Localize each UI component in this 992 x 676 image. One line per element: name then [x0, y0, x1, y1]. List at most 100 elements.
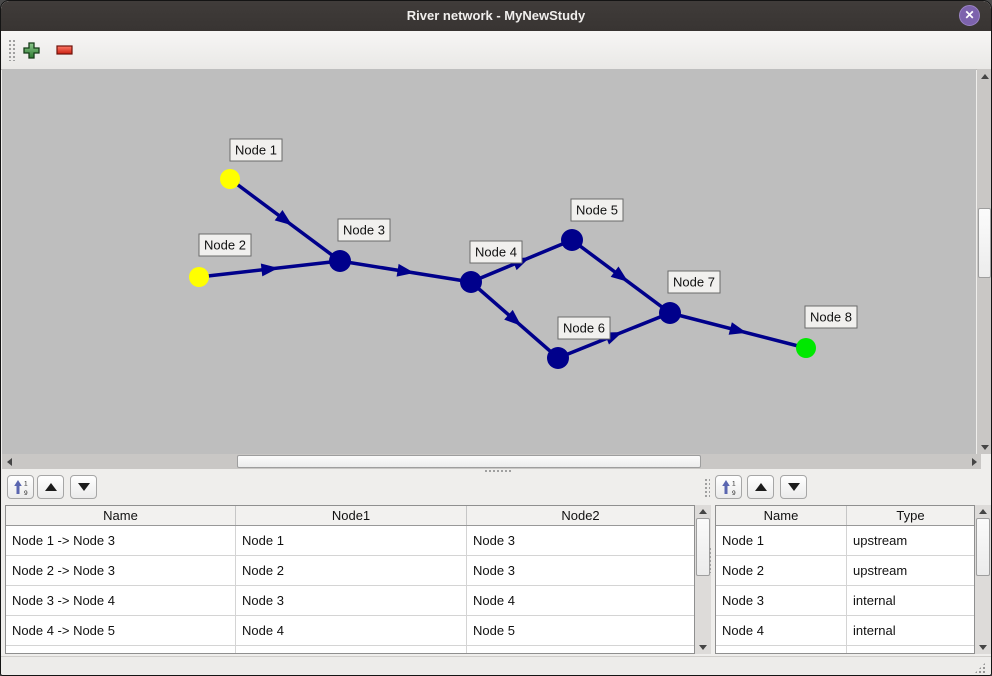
table-cell[interactable]: Node 3	[467, 556, 694, 586]
node-label-node-6[interactable]: Node 6	[557, 316, 611, 340]
toolbar-drag-handle[interactable]	[8, 39, 15, 61]
network-node-node-8[interactable]	[796, 338, 816, 358]
close-button[interactable]: ✕	[959, 5, 980, 26]
node-label-box	[667, 270, 721, 294]
horizontal-scroll-thumb[interactable]	[237, 455, 701, 468]
column-header-name[interactable]: Name	[6, 506, 236, 525]
table-cell[interactable]: upstream	[847, 556, 974, 586]
reach-sort-button[interactable]: 1 9	[7, 475, 34, 499]
node-label-node-8[interactable]: Node 8	[804, 305, 858, 329]
node-label-text: Node 5	[576, 203, 618, 218]
column-header-node2[interactable]: Node2	[561, 508, 600, 523]
node-label-node-1[interactable]: Node 1	[229, 138, 283, 162]
network-node-node-3[interactable]	[329, 250, 351, 272]
network-node-node-7[interactable]	[659, 302, 681, 324]
node-table-scrollbar[interactable]	[975, 505, 991, 654]
table-cell[interactable]: Node 2	[236, 556, 467, 586]
edge-arrow-icon	[396, 263, 415, 277]
column-header-name[interactable]: Name	[716, 506, 847, 525]
table-cell[interactable]	[236, 646, 467, 653]
horizontal-splitter-handle[interactable]	[484, 469, 512, 474]
up-arrow-icon	[699, 509, 707, 514]
scroll-up-button[interactable]	[977, 69, 991, 83]
table-cell[interactable]: Node 4	[716, 616, 847, 646]
reach-move-down-button[interactable]	[70, 475, 97, 499]
network-node-node-2[interactable]	[189, 267, 209, 287]
table-cell[interactable]	[847, 646, 974, 653]
canvas-vertical-scrollbar[interactable]	[977, 69, 991, 454]
table-cell[interactable]	[467, 646, 694, 653]
node-move-up-button[interactable]	[747, 475, 774, 499]
network-canvas[interactable]: Node 1 Node 2 Node 3 Node 4 Node 5 Node 6 Node…	[2, 69, 976, 454]
scroll-up-button[interactable]	[975, 505, 991, 518]
table-cell[interactable]: internal	[847, 616, 974, 646]
table-cell[interactable]: Node 3	[236, 586, 467, 616]
node-toolbar-drag-handle[interactable]	[704, 478, 710, 498]
network-node-node-4[interactable]	[460, 271, 482, 293]
node-label-box	[198, 233, 252, 257]
table-cell[interactable]: Node 4 -> Node 5	[6, 616, 236, 646]
table-cell[interactable]: Node 4	[467, 586, 694, 616]
table-cell[interactable]: Node 1	[236, 526, 467, 556]
table-cell[interactable]: Node 3	[467, 526, 694, 556]
table-cell[interactable]: Node 2 -> Node 3	[6, 556, 236, 586]
table-cell[interactable]: Node 3	[716, 586, 847, 616]
network-node-node-1[interactable]	[220, 169, 240, 189]
table-cell[interactable]: Node 4	[236, 616, 467, 646]
node-label-node-7[interactable]: Node 7	[667, 270, 721, 294]
table-cell[interactable]: upstream	[847, 526, 974, 556]
node-label-node-2[interactable]: Node 2	[198, 233, 252, 257]
network-node-node-6[interactable]	[547, 347, 569, 369]
add-node-button[interactable]	[21, 40, 41, 60]
node-label-box	[570, 198, 624, 222]
table-cell[interactable]	[6, 646, 236, 653]
table-cell[interactable]: Node 3 -> Node 4	[6, 586, 236, 616]
table-cell[interactable]: Node 2	[716, 556, 847, 586]
node-sort-button[interactable]: 1 9	[715, 475, 742, 499]
network-node-node-5[interactable]	[561, 229, 583, 251]
node-label-node-5[interactable]: Node 5	[570, 198, 624, 222]
reach-table-scrollbar[interactable]	[695, 505, 711, 654]
vertical-splitter-handle[interactable]	[708, 547, 713, 573]
column-header-type[interactable]: Type	[896, 508, 925, 523]
table-cell[interactable]: Node 5	[467, 616, 694, 646]
node-label-node-4[interactable]: Node 4	[469, 240, 523, 264]
minus-icon	[55, 44, 73, 55]
node-label-box	[229, 138, 283, 162]
table-row[interactable]	[716, 646, 974, 653]
scroll-down-button[interactable]	[695, 641, 711, 654]
vertical-scroll-thumb[interactable]	[978, 208, 991, 278]
node-label-node-3[interactable]: Node 3	[337, 218, 391, 242]
canvas-horizontal-scrollbar[interactable]	[2, 454, 981, 469]
scroll-right-button[interactable]	[967, 454, 981, 469]
table-cell[interactable]	[716, 646, 847, 653]
edge-arrow-icon	[260, 263, 279, 277]
table-cell[interactable]: internal	[847, 586, 974, 616]
scroll-down-button[interactable]	[975, 641, 991, 654]
table-cell[interactable]: Node 1	[716, 526, 847, 556]
close-icon: ✕	[964, 8, 975, 22]
node-move-down-button[interactable]	[780, 475, 807, 499]
scroll-up-button[interactable]	[695, 505, 711, 518]
up-arrow-icon	[980, 73, 989, 79]
column-header-node1[interactable]: Node1	[236, 506, 467, 525]
scroll-left-button[interactable]	[2, 454, 16, 469]
reach-move-up-button[interactable]	[37, 475, 64, 499]
remove-node-button[interactable]	[54, 40, 74, 60]
scroll-down-button[interactable]	[977, 440, 991, 454]
table-row[interactable]	[6, 646, 694, 653]
table-cell[interactable]: Node 1 -> Node 3	[6, 526, 236, 556]
resize-grip[interactable]	[974, 662, 986, 674]
vertical-scroll-thumb[interactable]	[976, 518, 990, 576]
